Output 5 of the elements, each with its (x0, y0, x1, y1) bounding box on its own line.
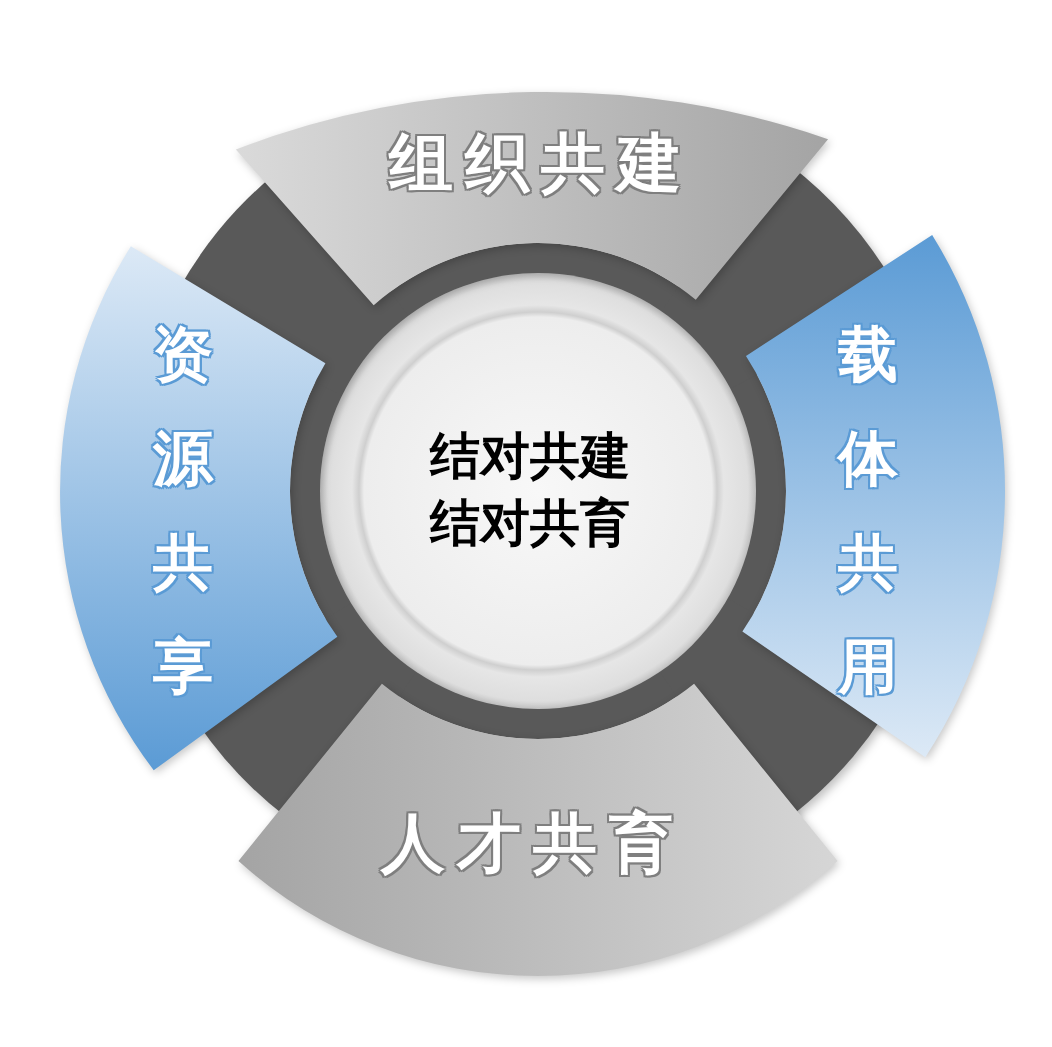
center-label: 结对共建 (430, 430, 630, 481)
sector-label: 组织共建 (387, 131, 693, 195)
sector-label: 载体共用 (838, 318, 898, 703)
center-label: 结对共育 (430, 497, 630, 548)
sector-label: 资源共享 (153, 318, 213, 703)
